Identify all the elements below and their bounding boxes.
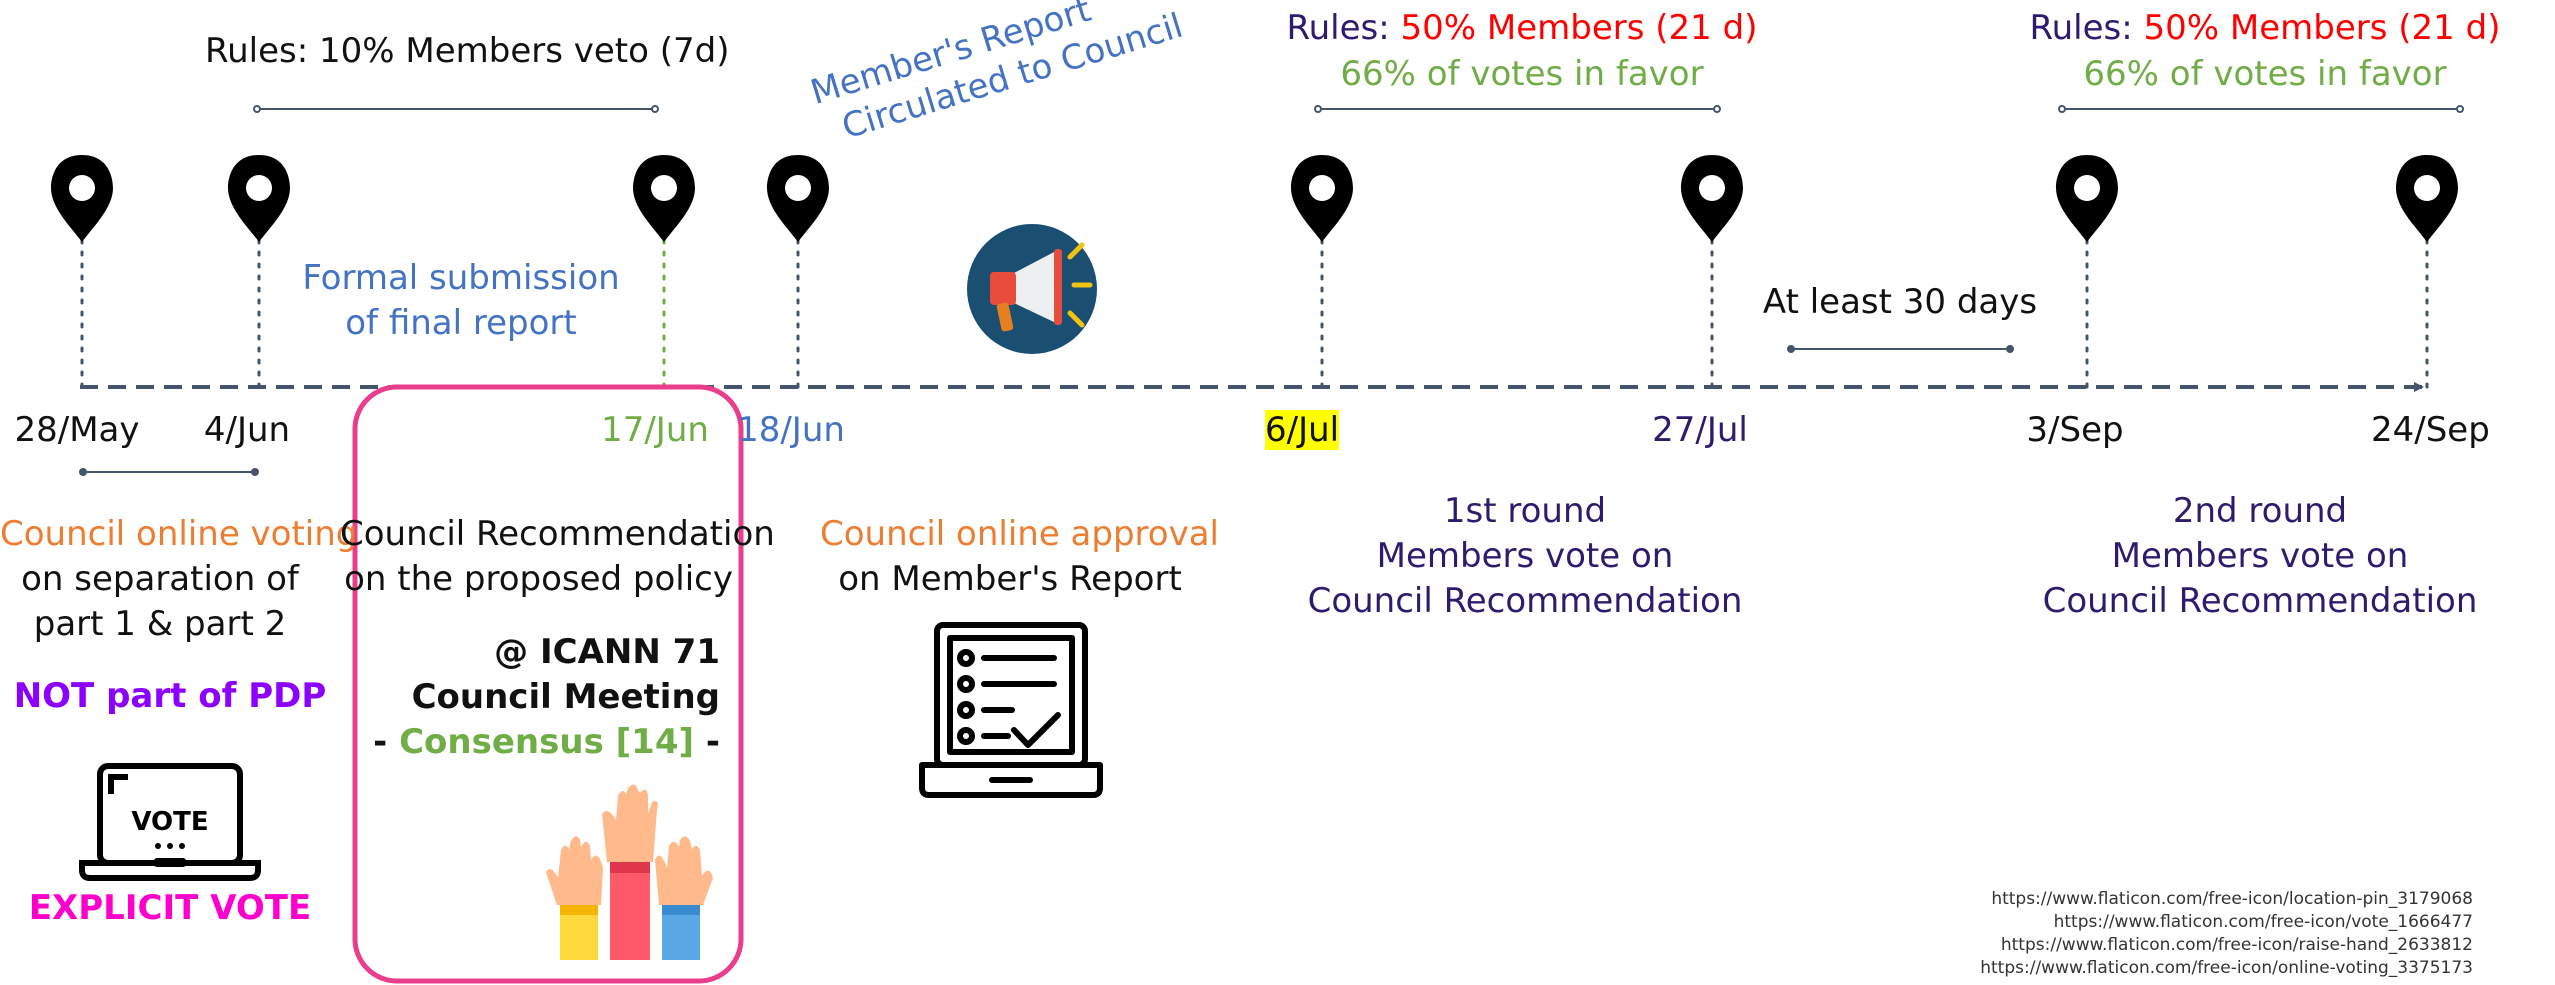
rule-round2: Rules: 50% Members (21 d)	[2029, 8, 2501, 48]
date-label: 18/Jun	[737, 410, 845, 450]
rule-round1-votes: 66% of votes in favor	[1340, 54, 1704, 94]
location-pin-icon	[2396, 155, 2458, 242]
not-part-of-pdp: NOT part of PDP	[13, 676, 327, 716]
raise-hand-icon	[546, 784, 713, 960]
council-recommendation-line2: on the proposed policy	[344, 559, 733, 599]
icon-source-link[interactable]: https://www.flaticon.com/free-icon/vote_…	[2053, 912, 2473, 932]
timeline-graphics: VOTE	[51, 105, 2464, 984]
date-label: 27/Jul	[1652, 410, 1748, 450]
formal-submission-line1: Formal submission	[302, 258, 620, 298]
location-pin-icon	[633, 155, 695, 242]
location-pin-icon	[767, 155, 829, 242]
date-label: 3/Sep	[2026, 410, 2124, 450]
council-meeting-frame	[352, 384, 744, 984]
location-pin-icon	[228, 155, 290, 242]
icon-source-link[interactable]: https://www.flaticon.com/free-icon/locat…	[1991, 889, 2473, 909]
rule-round1: Rules: 50% Members (21 d)	[1286, 8, 1758, 48]
location-pin-icon	[1291, 155, 1353, 242]
council-approval-line2: on Member's Report	[838, 559, 1182, 599]
consensus-line: - Consensus [14] -	[373, 722, 720, 762]
date-label: 24/Sep	[2371, 410, 2490, 450]
round1-line1: 1st round	[1443, 491, 1607, 531]
timeline-diagram: VOTE Rules: 10% Members veto (7d) Rules:…	[0, 0, 2500, 984]
date-label: 4/Jun	[203, 410, 291, 450]
at-least-30-days: At least 30 days	[1762, 282, 2038, 322]
range-brackets	[79, 105, 2464, 476]
icon-source-link[interactable]: https://www.flaticon.com/free-icon/raise…	[2000, 935, 2473, 955]
date-label: 17/Jun	[601, 410, 709, 450]
formal-submission-line2: of final report	[345, 303, 577, 343]
location-pin-icon	[51, 155, 113, 242]
location-pin-icon	[1681, 155, 1743, 242]
rule-round2-votes: 66% of votes in favor	[2083, 54, 2447, 94]
council-recommendation-line1: Council Recommendation	[340, 514, 775, 554]
round2-line1: 2nd round	[2172, 491, 2348, 531]
vote-box-label: VOTE	[131, 807, 208, 837]
vote-laptop-icon: VOTE	[79, 763, 261, 881]
council-voting-title: Council online voting	[0, 514, 358, 554]
drop-lines	[80, 238, 2429, 389]
round2-line2: Members vote on	[2111, 536, 2409, 576]
council-voting-line2: on separation of	[21, 559, 299, 599]
rule-veto: Rules: 10% Members veto (7d)	[205, 31, 730, 71]
date-label: 28/May	[14, 410, 140, 450]
explicit-vote: EXPLICIT VOTE	[28, 888, 312, 928]
council-voting-line3: part 1 & part 2	[33, 604, 287, 644]
online-voting-icon	[919, 622, 1103, 798]
council-approval-title: Council online approval	[820, 514, 1219, 554]
icon-source-link[interactable]: https://www.flaticon.com/free-icon/onlin…	[1980, 958, 2473, 978]
round1-line2: Members vote on	[1376, 536, 1674, 576]
megaphone-icon	[967, 224, 1097, 354]
location-pin-icon	[2056, 155, 2118, 242]
date-label-highlighted: 6/Jul	[1265, 410, 1340, 450]
round1-line3: Council Recommendation	[1307, 581, 1743, 621]
council-meeting: Council Meeting	[411, 677, 720, 717]
icann-71: @ ICANN 71	[494, 632, 720, 672]
round2-line3: Council Recommendation	[2042, 581, 2478, 621]
